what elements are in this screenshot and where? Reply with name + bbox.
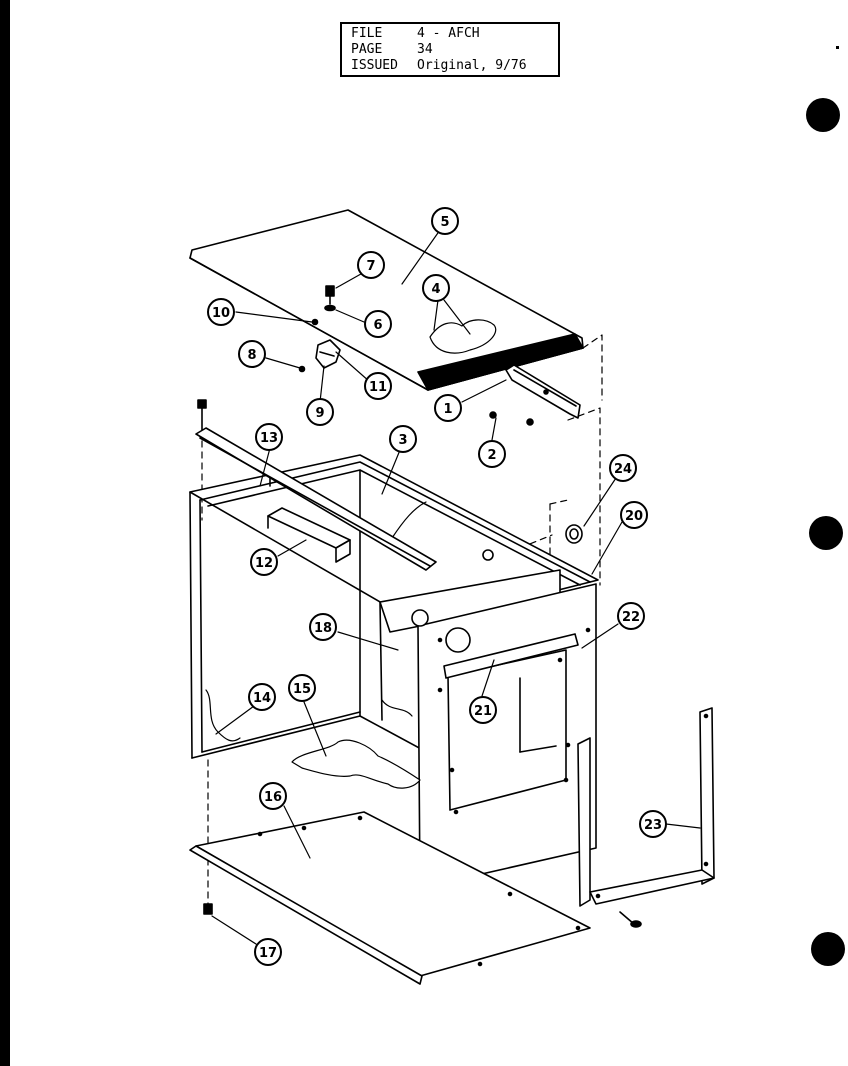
callout-6: 6 xyxy=(373,318,382,333)
callout-3: 3 xyxy=(398,433,407,448)
callout-1: 1 xyxy=(443,402,452,417)
callout-17: 17 xyxy=(259,946,277,961)
callout-labels: 5 4 7 6 10 8 11 9 1 2 3 13 12 24 20 18 2… xyxy=(212,215,662,961)
file-label: FILE xyxy=(351,26,383,41)
support-bracket xyxy=(267,507,351,563)
file-value: 4 - AFCH xyxy=(417,26,480,41)
callout-7: 7 xyxy=(366,259,375,274)
callout-2: 2 xyxy=(487,448,496,463)
file-info-box: FILE 4 - AFCH PAGE 34 ISSUED Original, 9… xyxy=(340,22,560,77)
callout-20: 20 xyxy=(625,509,643,524)
callout-16: 16 xyxy=(264,790,282,805)
base-pan xyxy=(189,811,591,985)
issued-value: Original, 9/76 xyxy=(417,58,527,73)
callout-15: 15 xyxy=(293,682,311,697)
callout-13: 13 xyxy=(260,431,278,446)
callout-24: 24 xyxy=(614,462,632,477)
punch-hole-middle xyxy=(809,516,843,550)
issued-row: ISSUED Original, 9/76 xyxy=(351,58,558,74)
callout-10: 10 xyxy=(212,306,230,321)
callout-9: 9 xyxy=(315,406,324,421)
callout-22: 22 xyxy=(622,610,640,625)
rear-rail-bracket xyxy=(505,364,581,419)
callout-23: 23 xyxy=(644,818,662,833)
callout-circles xyxy=(207,207,667,966)
side-angle-bracket xyxy=(589,707,715,928)
callout-18: 18 xyxy=(314,621,332,636)
floor-panel xyxy=(291,739,421,789)
cross-rail xyxy=(195,427,437,571)
page-label: PAGE xyxy=(351,42,383,57)
callout-4: 4 xyxy=(431,282,440,297)
page-row: PAGE 34 xyxy=(351,42,558,58)
grommet xyxy=(565,524,583,544)
punch-hole-bottom xyxy=(811,932,845,966)
file-row: FILE 4 - AFCH xyxy=(351,26,558,42)
hinge-hardware xyxy=(197,285,534,431)
callout-12: 12 xyxy=(255,556,273,571)
page-value: 34 xyxy=(417,42,433,57)
side-trim-strip xyxy=(577,737,591,907)
front-panel xyxy=(411,583,597,889)
callout-5: 5 xyxy=(440,215,449,230)
callout-8: 8 xyxy=(247,348,256,363)
scan-speck xyxy=(836,46,839,49)
binding-strip xyxy=(0,0,10,1066)
issued-label: ISSUED xyxy=(351,58,398,73)
callout-11: 11 xyxy=(369,380,387,395)
callout-14: 14 xyxy=(253,691,271,706)
punch-hole-top xyxy=(806,98,840,132)
callout-leaders xyxy=(211,229,701,945)
callout-21: 21 xyxy=(474,704,492,719)
